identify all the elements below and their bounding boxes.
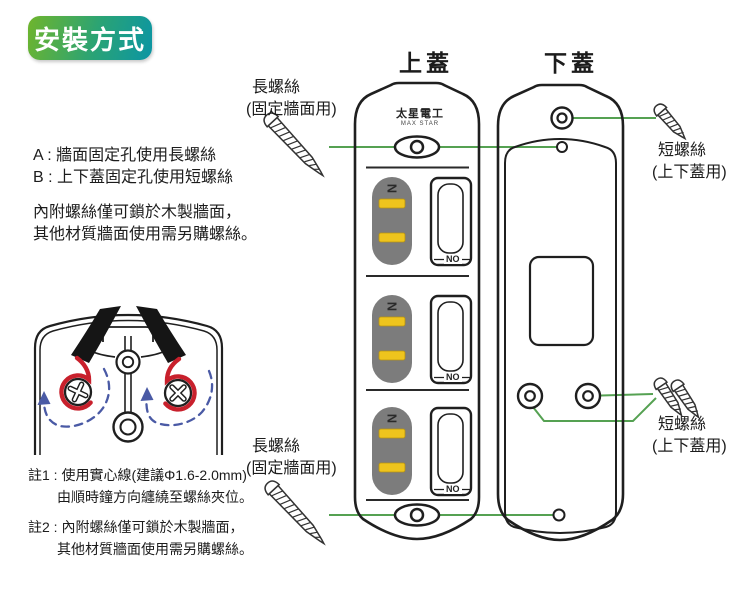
right-arm [140, 350, 166, 358]
footnote-2-line1: 註2 : 內附螺絲僅可鎖於木製牆面， [28, 519, 244, 535]
panel-divider-lines [366, 166, 469, 501]
instruction-line-b: B : 上下蓋固定孔使用短螺絲 [33, 169, 234, 186]
long-screw-label-bottom: 長螺絲 (固定牆面用) [246, 436, 337, 480]
neutral-marking: N [384, 183, 400, 194]
neutral-marking: N [384, 413, 400, 424]
front-cover-view [353, 81, 481, 541]
left-wire-sheath [71, 306, 121, 363]
footnote-2: 註2 : 內附螺絲僅可鎖於木製牆面， 其他材質牆面使用需另購螺絲。 [28, 516, 253, 560]
bottom-cover-title: 下蓋 [544, 50, 598, 76]
back-cover-view [496, 83, 625, 542]
leader-lines [329, 117, 657, 516]
footnote-1: 註1 : 使用實心線(建議Φ1.6-2.0mm) 由順時鐘方向纏繞至螺絲夾位。 [28, 464, 253, 508]
brand-name: 太星電工 [396, 108, 444, 120]
long-screw-usage: (固定牆面用) [246, 101, 337, 118]
outlet-switch-row-3 [372, 406, 473, 497]
back-cover-inner-edge [504, 137, 617, 535]
outlet-switch-row-1 [372, 176, 473, 267]
switch-no-marking: NO [444, 254, 462, 264]
winding-arrow-right [140, 387, 154, 401]
footnote-1-line2: 由順時鐘方向纏繞至螺絲夾位。 [57, 489, 253, 505]
winding-direction-arc-left [42, 367, 111, 428]
terminal-screw-right [163, 378, 193, 408]
right-wire-wrap [163, 356, 197, 412]
switch-no-marking: NO [444, 484, 462, 494]
footnote-2-line2: 其他材質牆面使用需另購螺絲。 [57, 541, 253, 557]
housing-outer-wall [33, 313, 224, 455]
short-screw-usage: (上下蓋用) [652, 164, 727, 181]
left-wire-wrap [59, 355, 93, 411]
long-screw-icon-bottom [261, 477, 331, 550]
wall-screw-hole-top [556, 141, 568, 153]
long-screw-title: 長螺絲 [252, 79, 301, 96]
wall-mount-hole-bottom [393, 503, 441, 527]
terminal-screw-left [63, 377, 93, 407]
right-wire-sheath [136, 306, 186, 363]
switch-cutout [528, 255, 595, 347]
wire-winding-diagram [33, 306, 224, 455]
top-cover-title: 上蓋 [399, 50, 453, 76]
short-screw-icon-top [650, 100, 691, 144]
long-screw-usage: (固定牆面用) [246, 460, 337, 477]
long-screw-label-top: 長螺絲 (固定牆面用) [246, 77, 337, 121]
footnote-1-line1: 註1 : 使用實心線(建議Φ1.6-2.0mm) [28, 467, 247, 483]
center-pivot [115, 349, 141, 375]
wall-material-note: 內附螺絲僅可鎖於木製牆面， 其他材質牆面使用需另購螺絲。 [33, 202, 257, 246]
neutral-marking: N [384, 301, 400, 312]
brand-subtitle: MAX STAR [400, 121, 440, 127]
long-screw-title: 長螺絲 [252, 438, 301, 455]
wall-mount-hole-top [393, 135, 441, 159]
brand-logo: 太星電工 MAX STAR [392, 108, 448, 128]
switch-no-marking: NO [444, 372, 462, 382]
cover-screw-hole-bottom-right [574, 382, 602, 410]
instruction-line-a: A : 牆面固定孔使用長螺絲 [33, 147, 217, 164]
outlet-switch-row-2 [372, 294, 473, 385]
housing-inner-wall [39, 319, 218, 455]
wall-material-note-line1: 內附螺絲僅可鎖於木製牆面， [33, 204, 242, 221]
short-screw-label-bottom: 短螺絲 (上下蓋用) [652, 414, 727, 458]
short-screw-usage: (上下蓋用) [652, 438, 727, 455]
strain-relief-collar [102, 326, 154, 342]
center-stem [124, 336, 132, 413]
cover-screw-hole-top [550, 106, 574, 130]
wall-screw-hole-bottom [552, 508, 566, 522]
short-screw-title: 短螺絲 [658, 416, 707, 433]
winding-arrow-left [37, 391, 51, 405]
wall-material-note-line2: 其他材質牆面使用需另購螺絲。 [33, 226, 258, 243]
short-screw-title: 短螺絲 [658, 142, 707, 159]
bottom-terminal [112, 411, 144, 443]
short-screw-label-top: 短螺絲 (上下蓋用) [652, 140, 727, 184]
winding-direction-arc-right [145, 369, 214, 427]
cover-screw-hole-bottom-left [516, 382, 544, 410]
section-badge: 安裝方式 [28, 16, 152, 60]
